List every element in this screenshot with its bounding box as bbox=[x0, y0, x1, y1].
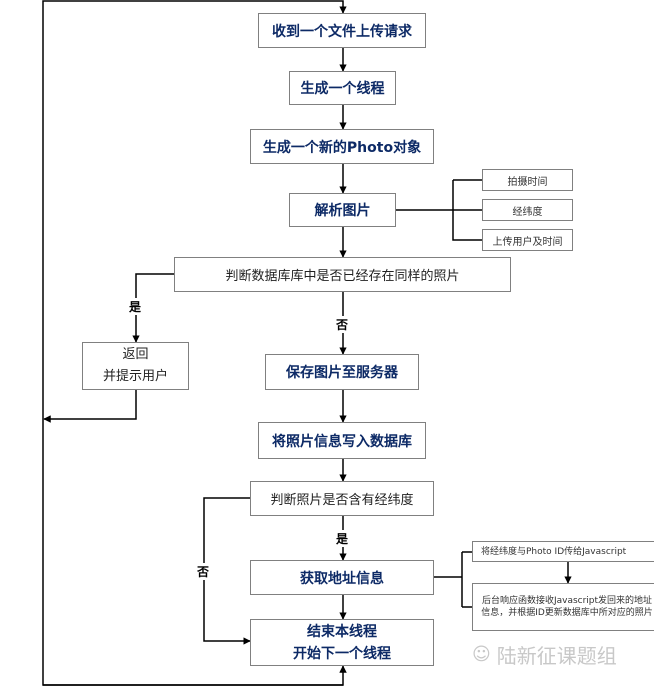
node-receive-request: 收到一个文件上传请求 bbox=[258, 13, 426, 48]
loop-return-to-end bbox=[43, 665, 347, 686]
node-backend-update: 后台响应函数接收Javascript发回来的地址信息，并根据ID更新数据库中所对… bbox=[472, 583, 654, 631]
watermark-text: 陆新征课题组 bbox=[496, 644, 617, 668]
node-text: 经纬度 bbox=[512, 206, 543, 218]
node-check-duplicate: 判断数据库库中是否已经存在同样的照片 bbox=[174, 257, 511, 292]
label-latlng-no: 否 bbox=[197, 563, 210, 580]
edge-dup-yes bbox=[132, 273, 174, 343]
edge-latlng-no bbox=[203, 497, 251, 645]
node-text: 拍摄时间 bbox=[507, 176, 548, 188]
watermark: ☺ 陆新征课题组 bbox=[472, 640, 617, 669]
node-return: 返回 并提示用户 bbox=[82, 342, 189, 390]
node-text: 保存图片至服务器 bbox=[286, 365, 398, 381]
label-latlng-yes: 是 bbox=[336, 530, 349, 547]
node-get-address: 获取地址信息 bbox=[250, 560, 434, 595]
node-create-thread: 生成一个线程 bbox=[289, 71, 396, 105]
node-text: 上传用户及时间 bbox=[492, 236, 563, 248]
address-bracket bbox=[434, 551, 472, 608]
node-text: 将经纬度与Photo ID传给Javascript bbox=[481, 546, 627, 557]
node-create-photo: 生成一个新的Photo对象 bbox=[250, 129, 434, 164]
node-parse-image: 解析图片 bbox=[289, 193, 396, 227]
node-text: 收到一个文件上传请求 bbox=[272, 23, 412, 40]
node-text: 生成一个线程 bbox=[300, 81, 385, 97]
node-save-server: 保存图片至服务器 bbox=[265, 354, 419, 390]
node-text: 获取地址信息 bbox=[300, 570, 384, 587]
label-dup-yes: 是 bbox=[129, 298, 142, 315]
node-write-db: 将照片信息写入数据库 bbox=[258, 422, 426, 459]
node-text: 并提示用户 bbox=[102, 369, 168, 384]
label-dup-no: 否 bbox=[336, 316, 349, 333]
node-lat-lng: 经纬度 bbox=[482, 199, 573, 221]
node-text: 结束本线程 bbox=[307, 623, 377, 640]
node-check-latlng: 判断照片是否含有经纬度 bbox=[250, 481, 434, 516]
node-text: 生成一个新的Photo对象 bbox=[262, 139, 422, 156]
edge-return-loop bbox=[43, 390, 137, 423]
node-upload-user: 上传用户及时间 bbox=[482, 229, 573, 251]
parse-bracket bbox=[396, 179, 482, 241]
node-capture-time: 拍摄时间 bbox=[482, 169, 573, 191]
node-text: 后台响应函数接收Javascript发回来的地址信息，并根据ID更新数据库中所对… bbox=[481, 596, 653, 618]
node-send-js: 将经纬度与Photo ID传给Javascript bbox=[472, 541, 654, 562]
node-text: 判断照片是否含有经纬度 bbox=[270, 493, 414, 508]
node-text: 开始下一个线程 bbox=[293, 645, 391, 662]
node-text: 将照片信息写入数据库 bbox=[272, 433, 412, 450]
wechat-icon: ☺ bbox=[472, 644, 491, 665]
node-text: 判断数据库库中是否已经存在同样的照片 bbox=[225, 269, 460, 284]
node-end-thread: 结束本线程 开始下一个线程 bbox=[250, 619, 434, 666]
node-text: 返回 bbox=[122, 347, 149, 362]
node-text: 解析图片 bbox=[314, 203, 371, 219]
